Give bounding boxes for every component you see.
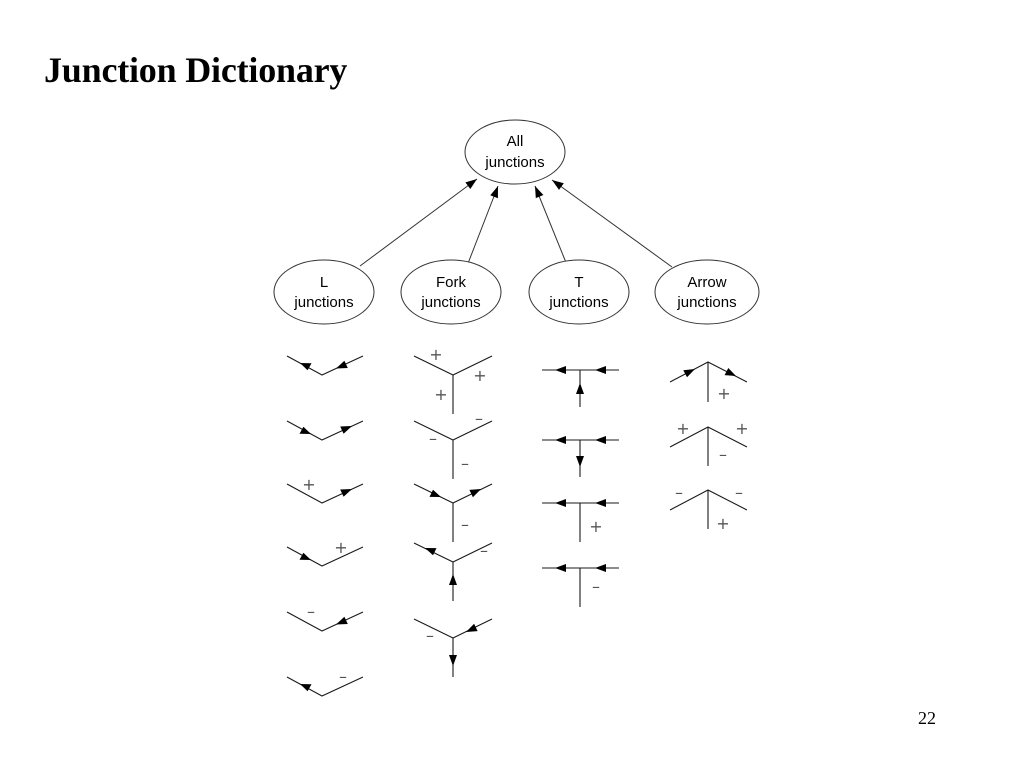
minus-mark: – xyxy=(461,515,469,534)
arrowhead-icon xyxy=(576,456,584,467)
arrowhead-icon xyxy=(552,180,564,190)
fork-junction-3: – xyxy=(413,483,493,542)
fork-junction-5: – xyxy=(413,618,493,677)
arrowhead-icon xyxy=(555,564,566,572)
edge-fork-to-all xyxy=(466,185,499,267)
arrowhead-icon xyxy=(336,360,348,369)
plus-mark: + xyxy=(473,366,486,385)
l-junction-4: + xyxy=(286,538,364,567)
node-fork-junctions: Fork junctions xyxy=(400,259,502,325)
plus-mark: + xyxy=(716,514,729,533)
plus-mark: + xyxy=(589,517,602,536)
arrowhead-icon xyxy=(466,623,478,632)
plus-mark: + xyxy=(302,475,315,494)
arrowhead-icon xyxy=(299,552,311,560)
node-l-line2: junctions xyxy=(293,294,353,311)
arrowhead-icon xyxy=(300,684,312,692)
node-l-line1: L xyxy=(320,274,328,291)
arrowhead-icon xyxy=(724,368,736,376)
arrow-junction-2: + + – xyxy=(669,419,749,466)
minus-mark: – xyxy=(719,445,727,464)
node-arrow-line1: Arrow xyxy=(687,274,726,291)
plus-mark: + xyxy=(434,385,447,404)
minus-mark: – xyxy=(735,483,743,502)
node-all-line2: junctions xyxy=(484,154,544,171)
t-junction-1 xyxy=(542,366,619,407)
minus-mark: – xyxy=(475,409,483,428)
tree-edges xyxy=(359,178,673,268)
t-junction-4: – xyxy=(542,564,619,607)
arrowhead-icon xyxy=(490,186,498,199)
arrowhead-icon xyxy=(449,574,457,585)
node-all-line1: All xyxy=(507,133,524,150)
t-junction-2 xyxy=(542,436,619,477)
fork-junction-4: – xyxy=(413,541,493,601)
node-arrow-line2: junctions xyxy=(676,294,736,311)
arrowhead-icon xyxy=(300,363,312,371)
l-junction-6: – xyxy=(286,667,364,697)
edge-l-to-all xyxy=(359,178,478,267)
slide-title: Junction Dictionary xyxy=(44,50,348,90)
node-l-junctions: L junctions xyxy=(273,259,375,325)
l-junction-2 xyxy=(286,420,364,441)
fork-junction-1: + + + xyxy=(413,345,493,414)
edge-arrow-to-all xyxy=(551,179,673,268)
arrowhead-icon xyxy=(340,489,352,497)
arrowhead-icon xyxy=(535,186,544,199)
arrowhead-icon xyxy=(555,366,566,374)
arrowhead-icon xyxy=(683,369,695,378)
minus-mark: – xyxy=(429,429,437,448)
arrow-junction-3: – – + xyxy=(669,483,748,533)
plus-mark: + xyxy=(717,384,730,403)
arrowhead-icon xyxy=(449,655,457,666)
arrowhead-icon xyxy=(576,383,584,394)
arrow-junction-1: + xyxy=(669,361,748,403)
node-fork-line2: junctions xyxy=(420,294,480,311)
node-t-line1: T xyxy=(574,274,583,291)
arrowhead-icon xyxy=(595,499,606,507)
arrowhead-icon xyxy=(555,499,566,507)
node-fork-line1: Fork xyxy=(436,274,467,291)
arrowhead-icon xyxy=(425,548,437,556)
arrowhead-icon xyxy=(595,366,606,374)
minus-mark: – xyxy=(307,602,315,621)
node-t-line2: junctions xyxy=(548,294,608,311)
node-arrow-junctions: Arrow junctions xyxy=(654,259,760,325)
arrowhead-icon xyxy=(299,426,311,434)
minus-mark: – xyxy=(592,577,600,596)
plus-mark: + xyxy=(735,419,748,438)
edge-t-to-all xyxy=(534,185,568,266)
plus-mark: + xyxy=(676,419,689,438)
arrowhead-icon xyxy=(465,179,477,189)
minus-mark: – xyxy=(461,454,469,473)
l-junction-5: – xyxy=(286,602,364,632)
arrowhead-icon xyxy=(336,616,348,625)
arrowhead-icon xyxy=(429,489,441,497)
arrowhead-icon xyxy=(469,489,481,498)
plus-mark: + xyxy=(334,538,347,557)
arrowhead-icon xyxy=(595,436,606,444)
minus-mark: – xyxy=(339,667,347,686)
minus-mark: – xyxy=(426,626,434,645)
node-all-junctions: All junctions xyxy=(464,119,566,185)
arrowhead-icon xyxy=(595,564,606,572)
node-t-junctions: T junctions xyxy=(528,259,630,325)
fork-junction-2: – – – xyxy=(413,409,493,479)
minus-mark: – xyxy=(480,541,488,560)
minus-mark: – xyxy=(675,483,683,502)
t-junction-3: + xyxy=(542,499,619,542)
page-number: 22 xyxy=(918,708,936,728)
arrowhead-icon xyxy=(555,436,566,444)
arrowhead-icon xyxy=(340,426,352,434)
l-junction-1 xyxy=(286,355,364,376)
l-junction-3: + xyxy=(286,475,364,504)
plus-mark: + xyxy=(429,345,442,364)
